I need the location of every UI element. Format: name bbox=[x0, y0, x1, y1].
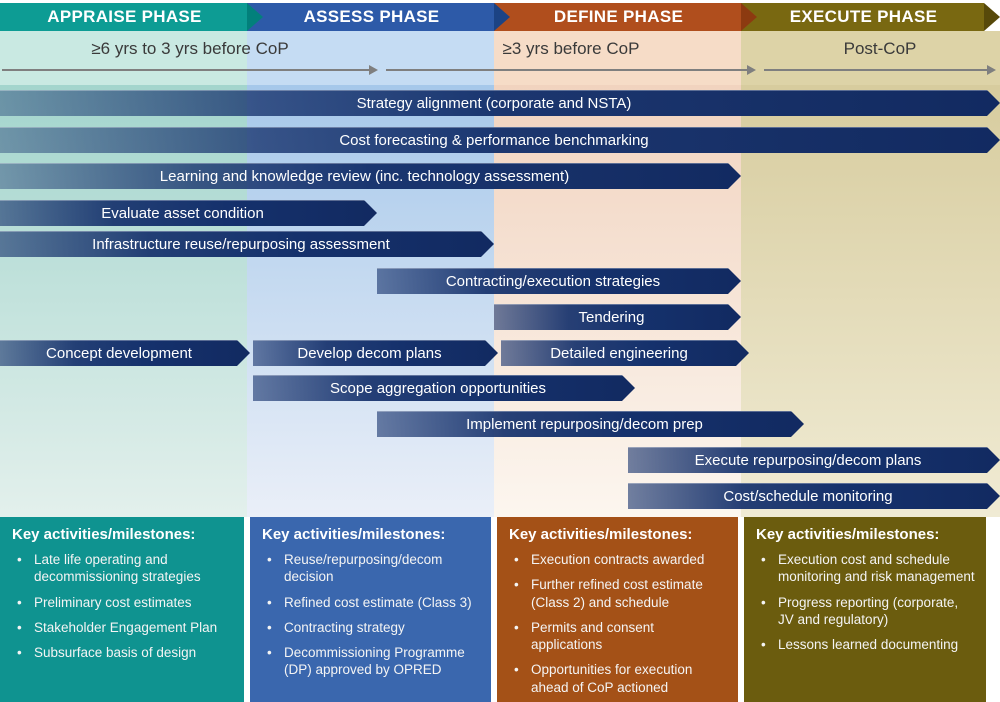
phase-header-assess: ASSESS PHASE bbox=[247, 3, 510, 31]
timeline-cell-execute bbox=[741, 31, 1000, 85]
key-box-appraise: Key activities/milestones: Late life oper… bbox=[0, 517, 244, 702]
bullet-item: Further refined cost estimate (Class 2) … bbox=[509, 576, 728, 611]
activity-bar: Scope aggregation opportunities bbox=[253, 375, 635, 401]
column-bg-execute bbox=[741, 85, 1000, 517]
activity-bar: Detailed engineering bbox=[501, 340, 749, 366]
bullet-item: Decommissioning Programme (DP) approved … bbox=[262, 644, 481, 679]
activity-bar-label: Learning and knowledge review (inc. tech… bbox=[159, 167, 570, 185]
activity-bar-label: Scope aggregation opportunities bbox=[330, 379, 546, 397]
activity-bar: Execute repurposing/decom plans bbox=[628, 447, 1000, 473]
bullet-item: Execution cost and schedule monitoring a… bbox=[756, 551, 976, 586]
key-box-bullet-list: Execution contracts awardedFurther refin… bbox=[509, 551, 728, 696]
phase-header-define: DEFINE PHASE bbox=[494, 3, 757, 31]
timeline-span-label: ≥3 yrs before CoP bbox=[386, 37, 756, 61]
key-box-execute: Key activities/milestones: Execution cost… bbox=[744, 517, 986, 702]
activity-bar-label: Cost forecasting & performance benchmark… bbox=[339, 131, 649, 149]
bullet-item: Preliminary cost estimates bbox=[12, 594, 234, 612]
bullet-item: Reuse/repurposing/decom decision bbox=[262, 551, 481, 586]
timeline-cell-appraise bbox=[0, 31, 247, 85]
activity-bar-label: Evaluate asset condition bbox=[101, 204, 264, 222]
key-box-title: Key activities/milestones: bbox=[12, 526, 196, 543]
timeline-arrow bbox=[2, 65, 378, 75]
bullet-item: Lessons learned documenting bbox=[756, 636, 976, 654]
timeline-cell-assess bbox=[247, 31, 494, 85]
timeline-cell-define bbox=[494, 31, 741, 85]
timeline-arrow bbox=[764, 65, 996, 75]
key-box-title: Key activities/milestones: bbox=[262, 526, 446, 543]
timeline-span-text: ≥6 yrs to 3 yrs before CoP bbox=[91, 39, 289, 58]
bullet-item: Subsurface basis of design bbox=[12, 644, 234, 662]
phase-header-execute: EXECUTE PHASE bbox=[741, 3, 1000, 31]
bullet-item: Stakeholder Engagement Plan bbox=[12, 619, 234, 637]
activity-bar: Cost forecasting & performance benchmark… bbox=[0, 127, 1000, 153]
timeline-span-label: ≥6 yrs to 3 yrs before CoP bbox=[2, 37, 378, 61]
activity-bar-label: Infrastructure reuse/repurposing assessm… bbox=[92, 235, 390, 253]
activity-bar-label: Strategy alignment (corporate and NSTA) bbox=[356, 94, 632, 112]
activity-bar: Learning and knowledge review (inc. tech… bbox=[0, 163, 741, 189]
key-box-title: Key activities/milestones: bbox=[756, 526, 940, 543]
bullet-item: Permits and consent applications bbox=[509, 619, 728, 654]
activity-bar-label: Develop decom plans bbox=[297, 344, 442, 362]
bullet-item: Opportunities for execution ahead of CoP… bbox=[509, 661, 728, 696]
phase-header-label: DEFINE PHASE bbox=[553, 7, 684, 26]
activity-bar-label: Concept development bbox=[46, 344, 192, 362]
timeline-span-text: ≥3 yrs before CoP bbox=[502, 39, 640, 58]
activity-bar-label: Cost/schedule monitoring bbox=[723, 487, 893, 505]
activity-bar-label: Tendering bbox=[578, 308, 645, 326]
activity-bar-label: Execute repurposing/decom plans bbox=[694, 451, 922, 469]
bullet-item: Refined cost estimate (Class 3) bbox=[262, 594, 481, 612]
phase-header-appraise: APPRAISE PHASE bbox=[0, 3, 263, 31]
activity-bar: Concept development bbox=[0, 340, 250, 366]
activity-bar-label: Contracting/execution strategies bbox=[445, 272, 661, 290]
activity-bar: Strategy alignment (corporate and NSTA) bbox=[0, 90, 1000, 116]
bullet-item: Contracting strategy bbox=[262, 619, 481, 637]
bullet-item: Late life operating and decommissioning … bbox=[12, 551, 234, 586]
key-box-bullet-list: Execution cost and schedule monitoring a… bbox=[756, 551, 976, 654]
column-bg-appraise bbox=[0, 85, 247, 517]
activity-bar: Infrastructure reuse/repurposing assessm… bbox=[0, 231, 494, 257]
key-box-bullet-list: Reuse/repurposing/decom decisionRefined … bbox=[262, 551, 481, 679]
activity-bar: Implement repurposing/decom prep bbox=[377, 411, 804, 437]
activity-bar: Develop decom plans bbox=[253, 340, 498, 366]
bullet-item: Execution contracts awarded bbox=[509, 551, 728, 569]
phase-header-label: ASSESS PHASE bbox=[303, 7, 440, 26]
timeline-span-text: Post-CoP bbox=[843, 39, 917, 58]
timeline-span-label: Post-CoP bbox=[764, 37, 996, 61]
phase-header-label: EXECUTE PHASE bbox=[789, 7, 938, 26]
activity-bar: Evaluate asset condition bbox=[0, 200, 377, 226]
phase-header-label: APPRAISE PHASE bbox=[47, 7, 202, 26]
activity-bar: Tendering bbox=[494, 304, 741, 330]
activity-bar-label: Detailed engineering bbox=[550, 344, 688, 362]
column-bg-assess bbox=[247, 85, 494, 517]
key-box-define: Key activities/milestones: Execution cont… bbox=[497, 517, 738, 702]
activity-bar-label: Implement repurposing/decom prep bbox=[466, 415, 703, 433]
activity-bar: Cost/schedule monitoring bbox=[628, 483, 1000, 509]
column-bg-define bbox=[494, 85, 741, 517]
timeline-arrow bbox=[386, 65, 756, 75]
activity-bar: Contracting/execution strategies bbox=[377, 268, 741, 294]
key-box-title: Key activities/milestones: bbox=[509, 526, 693, 543]
bullet-item: Progress reporting (corporate, JV and re… bbox=[756, 594, 976, 629]
key-box-assess: Key activities/milestones: Reuse/repurpos… bbox=[250, 517, 491, 702]
key-box-bullet-list: Late life operating and decommissioning … bbox=[12, 551, 234, 662]
